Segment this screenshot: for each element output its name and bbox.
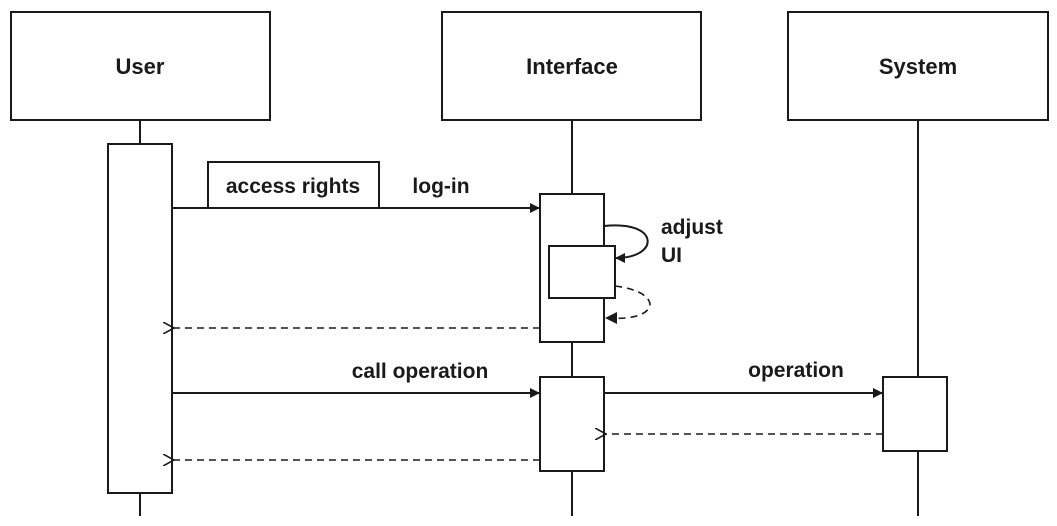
interface-activation-call: [539, 376, 605, 472]
access-rights-label: access rights: [226, 175, 360, 198]
adjust-ui-self-arrow: [603, 224, 649, 263]
system-activation: [882, 376, 948, 452]
adjust-ui-label-line2: UI: [661, 244, 682, 267]
access-rights-guard: access rights: [207, 161, 380, 208]
adjust-ui-return-arrowhead: [605, 312, 617, 324]
participant-interface: Interface: [441, 11, 702, 121]
adjust-ui-return-arrow: [607, 285, 651, 320]
login-message-label: log-in: [412, 175, 469, 198]
participant-system-label: System: [879, 54, 957, 79]
operation-label: operation: [748, 359, 844, 382]
call-operation-label: call operation: [352, 360, 489, 383]
adjust-ui-label-line1: adjust: [661, 216, 723, 239]
user-activation: [107, 143, 173, 494]
participant-user-label: User: [116, 54, 165, 79]
participant-user: User: [10, 11, 271, 121]
interface-nested-activation: [548, 245, 616, 299]
participant-system: System: [787, 11, 1049, 121]
participant-interface-label: Interface: [526, 54, 618, 79]
